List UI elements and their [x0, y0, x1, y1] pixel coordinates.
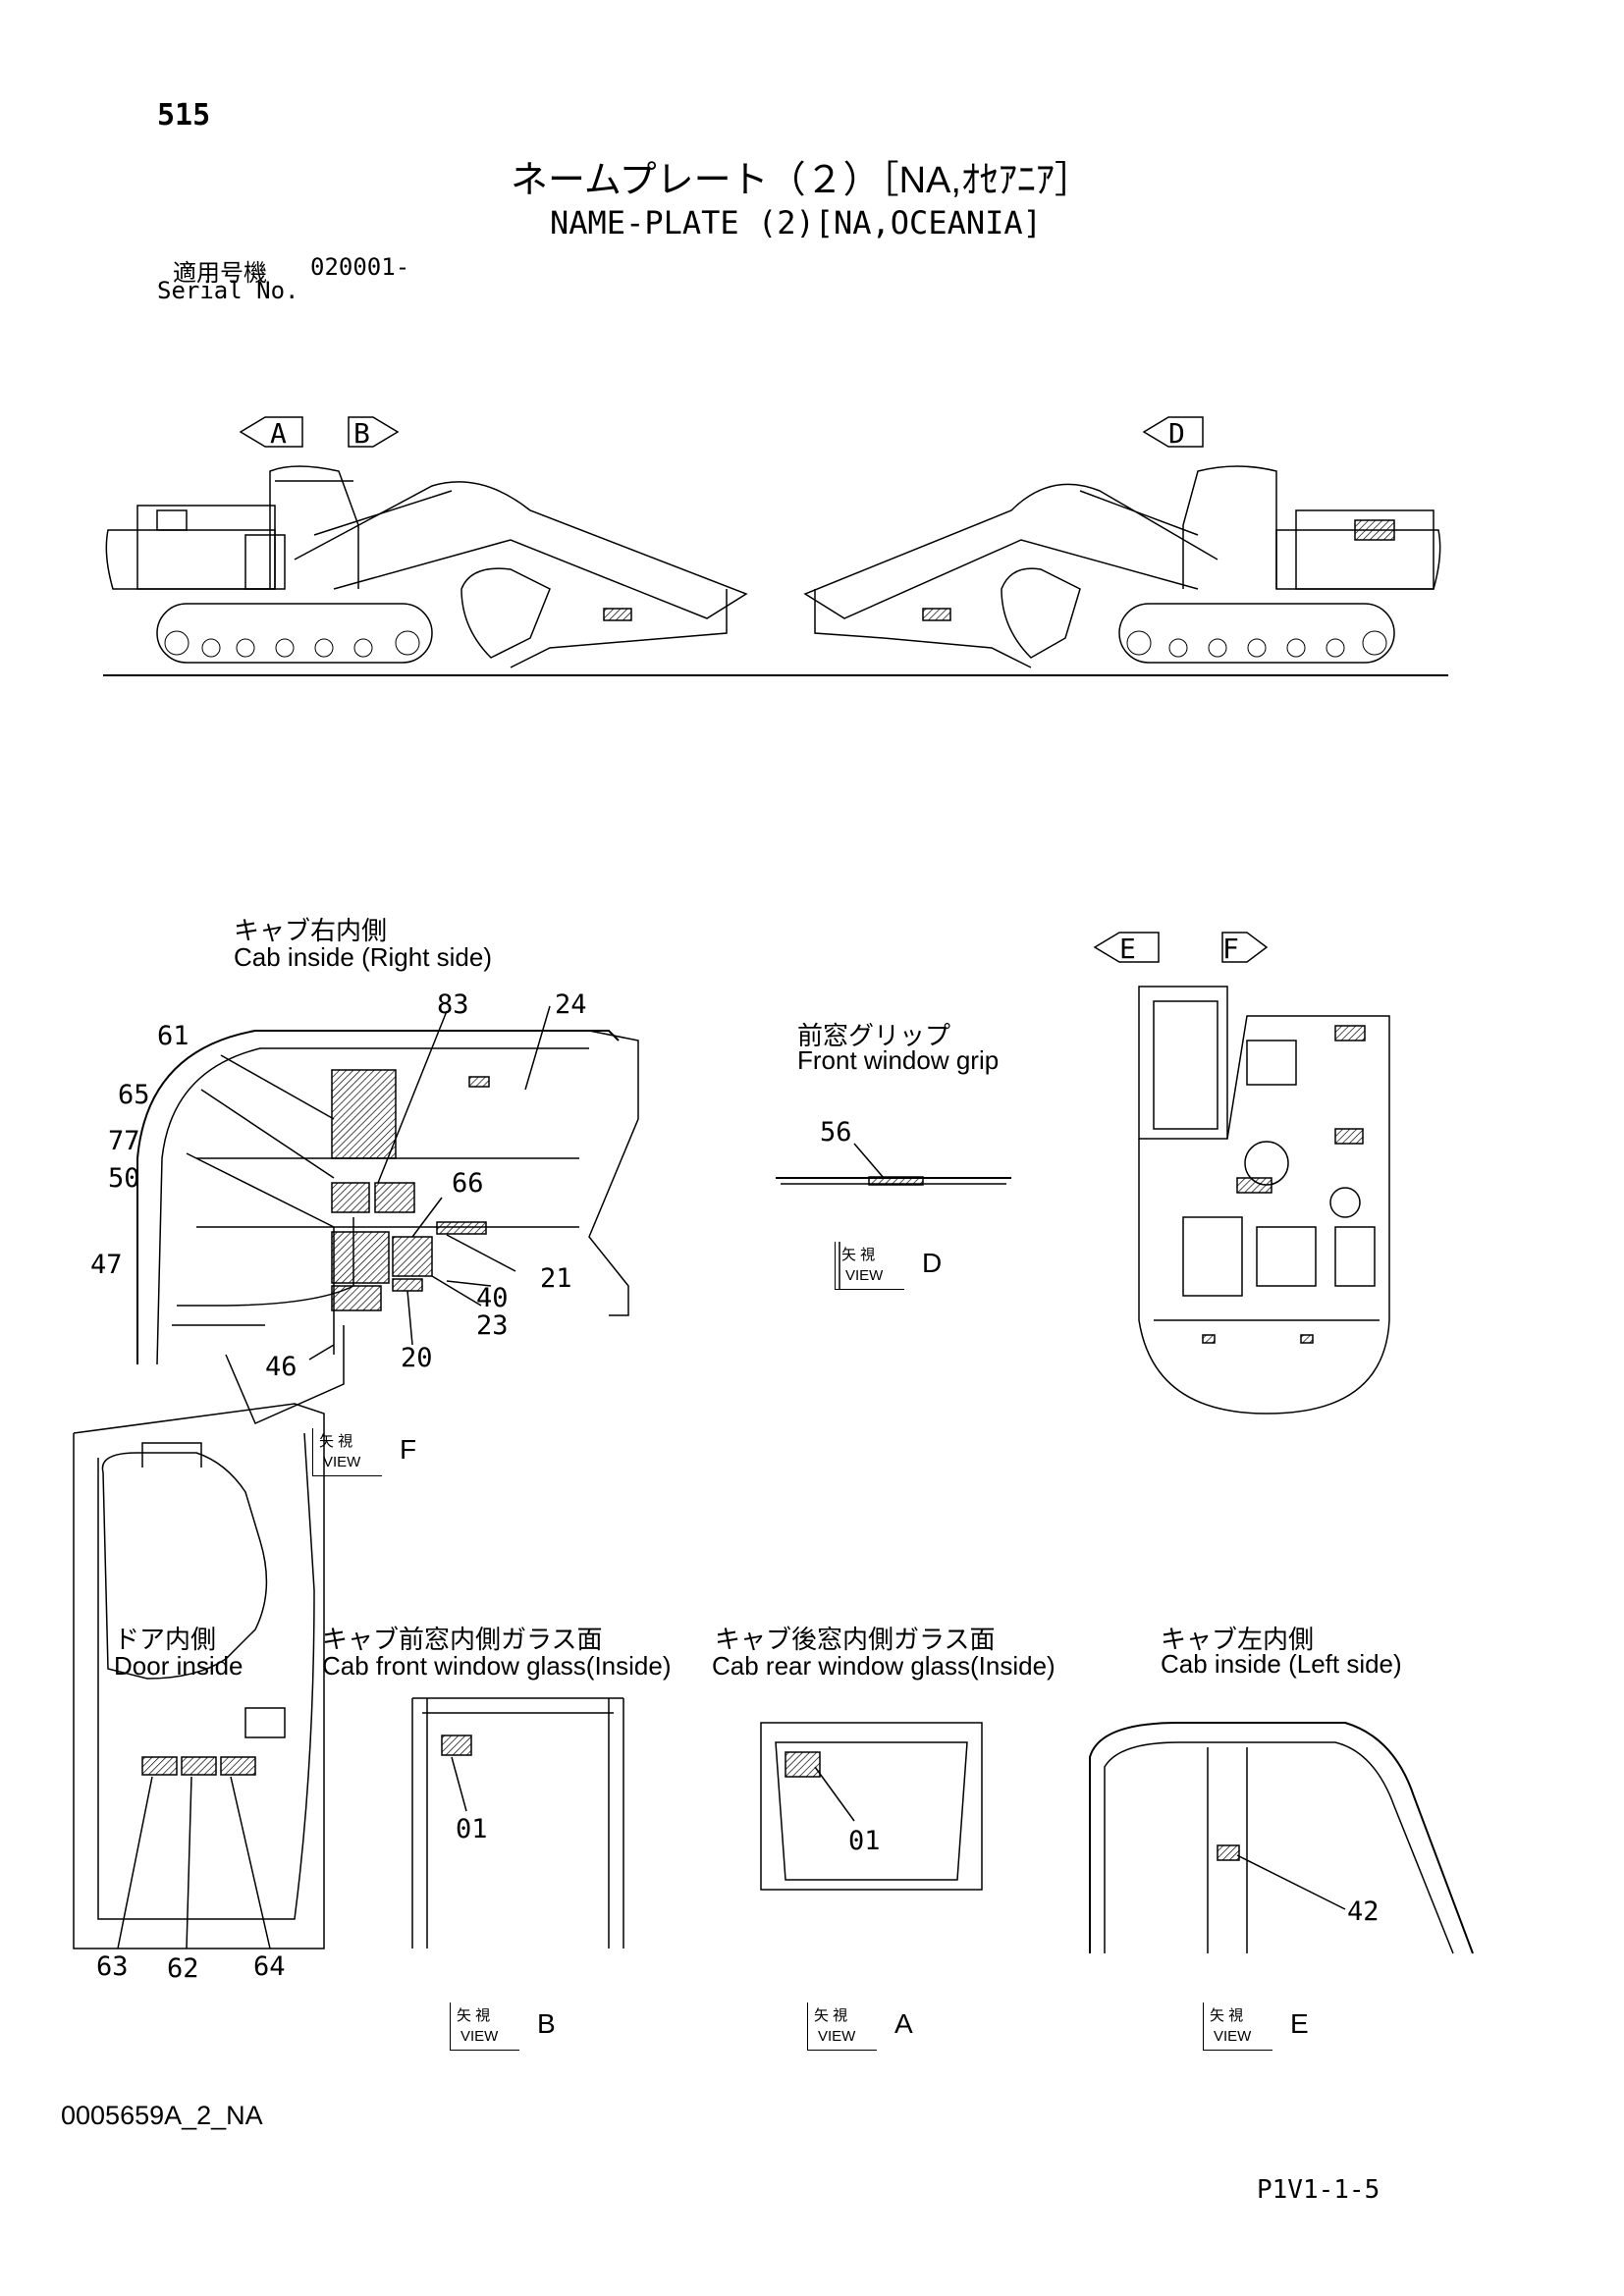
page-reference: P1V1-1-5: [1257, 2175, 1380, 2205]
view-word: VIEW: [1214, 2028, 1252, 2045]
arrow-label-d: D: [1168, 417, 1185, 450]
part-label: 77: [108, 1126, 140, 1156]
part-label: 50: [108, 1163, 140, 1194]
part-label: 65: [118, 1080, 150, 1110]
part-label: 23: [476, 1310, 509, 1341]
part-label: 01: [456, 1814, 488, 1844]
view-kanji: 矢 視: [457, 2007, 491, 2024]
part-label: 66: [452, 1168, 484, 1199]
front-grip-title-jp: 前窓グリップ: [797, 1021, 951, 1050]
arrow-f-icon: [1221, 932, 1269, 963]
arrow-d-icon: [1142, 416, 1204, 448]
serial-value: 020001-: [310, 253, 410, 281]
top-view-drawing: [1138, 986, 1390, 1415]
rear-glass-drawing: [760, 1722, 983, 1891]
cab-left-title-en: Cab inside (Left side): [1161, 1649, 1402, 1679]
rear-glass-title-en: Cab rear window glass(Inside): [712, 1651, 1056, 1681]
document-code: 0005659A_2_NA: [61, 2101, 263, 2130]
view-e-box: 矢 視 VIEW E: [1203, 2002, 1309, 2051]
excavator-right-drawing: [803, 465, 1441, 668]
arrow-a-icon: [239, 416, 303, 448]
arrow-label-a: A: [270, 417, 287, 450]
view-letter: A: [894, 2008, 913, 2039]
page-number: 515: [157, 98, 211, 133]
part-label: 64: [253, 1951, 286, 1982]
serial-label-jp: 適用号機: [173, 260, 267, 287]
serial-label-en: Serial No.: [157, 277, 299, 304]
part-label: 20: [401, 1343, 433, 1373]
view-d-box: 矢 視 VIEW D: [835, 1242, 942, 1290]
front-grip-title-en: Front window grip: [797, 1045, 1000, 1075]
door-title-jp: ドア内側: [114, 1625, 217, 1654]
part-label: 46: [265, 1352, 298, 1382]
view-f-box: 矢 視 VIEW F: [312, 1428, 416, 1476]
arrow-label-e: E: [1119, 933, 1136, 965]
view-kanji: 矢 視: [814, 2007, 848, 2024]
cab-left-drawing: [1089, 1722, 1474, 1954]
part-label: 42: [1347, 1896, 1380, 1927]
view-letter: E: [1290, 2008, 1309, 2039]
arrow-label-b: B: [353, 417, 370, 450]
view-letter: F: [400, 1434, 417, 1465]
front-grip-drawing: [776, 1143, 1011, 1186]
cab-right-title-en: Cab inside (Right side): [234, 942, 493, 972]
cab-right-title-jp: キャブ右内側: [234, 916, 388, 945]
part-label: 56: [820, 1117, 852, 1148]
part-label: 83: [437, 989, 469, 1020]
view-letter: D: [922, 1248, 943, 1278]
rear-glass-title-jp: キャブ後窓内側ガラス面: [715, 1625, 996, 1654]
part-label: 21: [540, 1263, 572, 1294]
door-inside-drawing: [73, 1403, 325, 1949]
part-label: 61: [157, 1021, 189, 1051]
part-label: 47: [90, 1250, 123, 1280]
view-kanji: 矢 視: [1210, 2007, 1244, 2024]
part-label: 24: [555, 989, 587, 1020]
arrow-label-f: F: [1222, 933, 1239, 965]
view-word: VIEW: [845, 1267, 884, 1284]
view-word: VIEW: [460, 2028, 499, 2045]
front-glass-drawing: [411, 1697, 624, 1949]
view-kanji: 矢 視: [319, 1433, 353, 1450]
excavator-left-drawing: [105, 465, 748, 668]
view-a-box: 矢 視 VIEW A: [807, 2002, 913, 2051]
part-label: 01: [848, 1826, 881, 1856]
page-title-jp: ネームプレート（２）［NA,ｵｾｱﾆｱ］: [511, 160, 1092, 201]
door-title-en: Door inside: [114, 1651, 244, 1681]
page-title-en: NAME-PLATE (2)[NA,OCEANIA]: [550, 204, 1042, 241]
front-glass-title-en: Cab front window glass(Inside): [322, 1651, 672, 1681]
view-kanji: 矢 視: [841, 1247, 876, 1263]
front-glass-title-jp: キャブ前窓内側ガラス面: [322, 1625, 603, 1654]
cab-left-title-jp: キャブ左内側: [1161, 1625, 1315, 1654]
view-word: VIEW: [323, 1454, 361, 1470]
part-label: 40: [476, 1283, 509, 1313]
view-letter: B: [537, 2008, 556, 2039]
part-label: 62: [167, 1953, 199, 1984]
part-label: 63: [96, 1951, 129, 1982]
view-word: VIEW: [818, 2028, 856, 2045]
view-b-box: 矢 視 VIEW B: [450, 2002, 556, 2051]
arrow-b-icon: [348, 416, 400, 448]
cab-right-drawing: [136, 1005, 639, 1424]
arrow-e-icon: [1093, 932, 1160, 963]
